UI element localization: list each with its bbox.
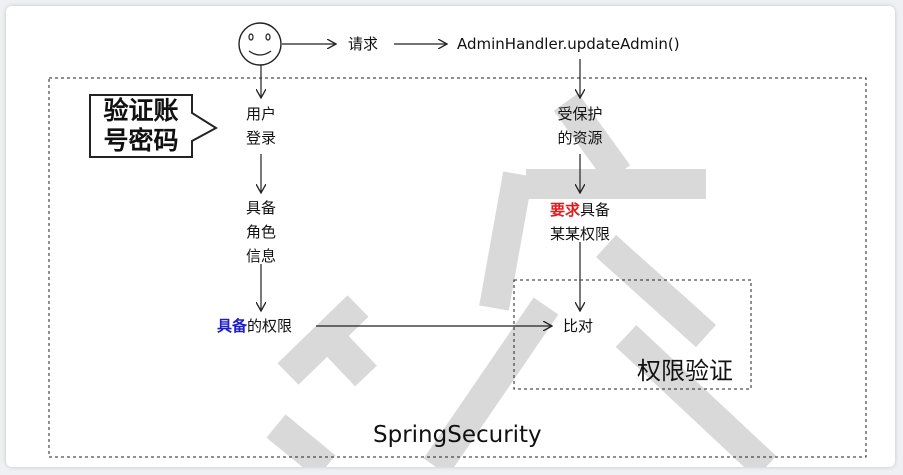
auth-box-label: 权限验证 — [637, 357, 733, 385]
protected-resource-node: 受保护 的资源 — [540, 102, 620, 150]
spring-security-box — [48, 77, 867, 458]
handler-label: AdminHandler.updateAdmin() — [457, 35, 680, 53]
require-permission-node: 要求具备 某某权限 — [535, 198, 625, 246]
callout-bubble — [89, 94, 218, 158]
diagram-canvas: 请求 AdminHandler.updateAdmin() 验证账 号密码 用户… — [6, 6, 895, 467]
callout-line-1: 验证账 — [103, 96, 179, 125]
require-highlight: 要求 — [549, 201, 580, 219]
role-line-2: 角色 — [245, 223, 276, 241]
role-line-1: 具备 — [245, 199, 276, 217]
role-node: 具备 角色 信息 — [231, 196, 291, 268]
login-line-2: 登录 — [245, 129, 276, 147]
spring-security-label: SpringSecurity — [373, 422, 542, 448]
smiley-face-icon — [238, 22, 282, 66]
require-line-2: 某某权限 — [549, 225, 610, 243]
diagram-lines — [48, 22, 867, 458]
role-line-3: 信息 — [245, 247, 276, 265]
protected-line-1: 受保护 — [557, 105, 603, 123]
callout-text: 验证账 号密码 — [90, 96, 192, 156]
login-line-1: 用户 — [245, 105, 276, 123]
has-permission-node: 具备的权限 — [217, 316, 292, 336]
has-permission-text: 的权限 — [247, 317, 293, 335]
login-node: 用户 登录 — [231, 102, 291, 150]
has-permission-highlight: 具备 — [217, 317, 248, 335]
callout-line-2: 号密码 — [103, 126, 179, 155]
request-label: 请求 — [348, 35, 379, 53]
require-text: 具备 — [580, 201, 611, 219]
watermark — [266, 93, 777, 467]
compare-label: 比对 — [563, 317, 594, 335]
auth-box — [513, 279, 752, 390]
protected-line-2: 的资源 — [557, 129, 603, 147]
